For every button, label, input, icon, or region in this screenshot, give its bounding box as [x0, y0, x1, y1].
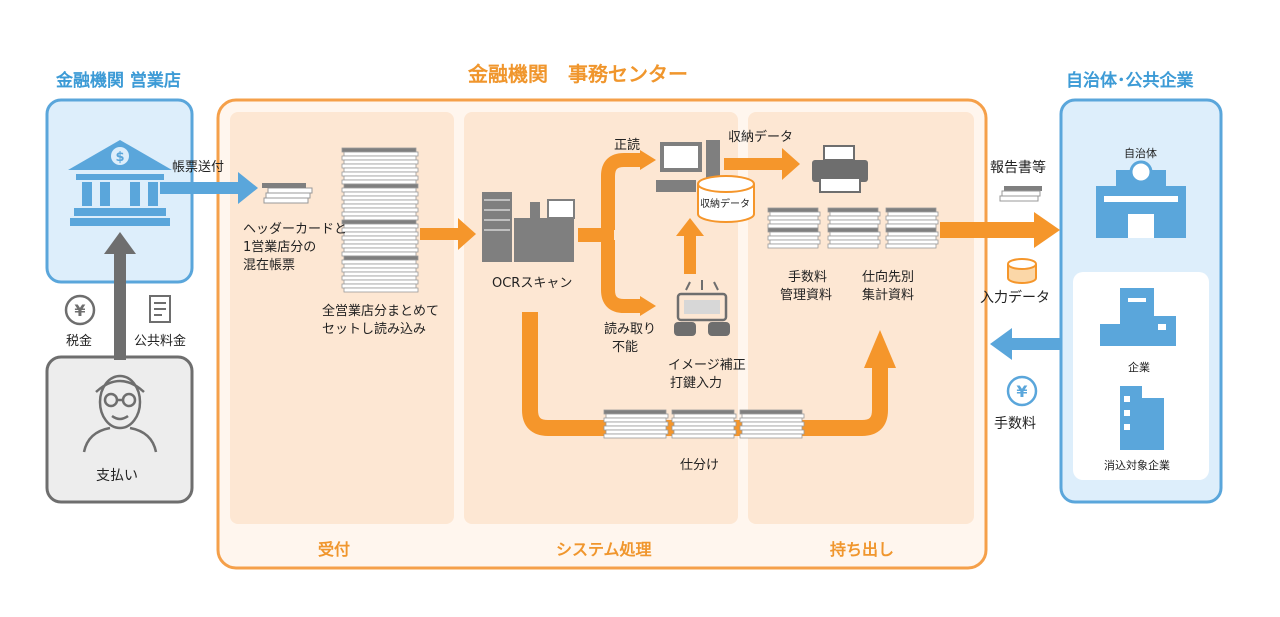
sorting-stacks [603, 409, 805, 439]
svg-text:$: $ [115, 150, 124, 165]
tax-label: 税金 [66, 334, 93, 349]
header-card-label-3: 混在帳票 [243, 258, 296, 273]
db-label: 収納データ [700, 199, 750, 210]
printer-icon [812, 145, 868, 193]
send-arrow-shaft [160, 182, 240, 194]
fee-docs-label-2: 管理資料 [780, 288, 833, 303]
payment-arrow-head [104, 232, 136, 254]
input-data-label: 入力データ [980, 290, 1050, 306]
public-title: 自治体･公共企業 [1066, 71, 1194, 91]
database-icon [697, 175, 755, 223]
section-system: システム処理 [556, 540, 652, 559]
bulk-read-label-1: 全営業店分まとめて [322, 304, 440, 319]
collection-data-label: 収納データ [728, 130, 794, 145]
utility-label: 公共料金 [134, 334, 187, 349]
building-icon [1100, 288, 1176, 346]
printed-doc-stacks [767, 207, 939, 249]
unreadable-label-2: 不能 [612, 340, 639, 355]
municipality-label: 自治体 [1124, 147, 1157, 160]
send-forms-label: 帳票送付 [172, 160, 225, 175]
header-card-label-2: 1営業店分の [243, 240, 317, 255]
report-stack [999, 186, 1042, 202]
office-building-icon [1120, 386, 1164, 450]
input-data-db-icon [1007, 258, 1037, 284]
payment-label: 支払い [96, 468, 138, 484]
target-company-label: 消込対象企業 [1104, 459, 1170, 472]
fee-label: 手数料 [994, 416, 1036, 432]
bulk-read-label-2: セットし読み込み [322, 322, 427, 337]
receipt-icon [149, 295, 171, 323]
svg-text:¥: ¥ [74, 301, 85, 320]
ocr-label: OCRスキャン [492, 276, 573, 291]
fee-yen-icon: ¥ [1006, 375, 1038, 407]
tall-form-stack [341, 147, 419, 293]
city-hall-icon [1096, 160, 1186, 238]
company-label: 企業 [1128, 361, 1150, 374]
send-arrow-head [238, 172, 258, 204]
svg-text:¥: ¥ [1016, 382, 1027, 401]
unreadable-label-1: 読み取り [604, 322, 657, 337]
payment-arrow-shaft [114, 252, 126, 360]
correction-label-2: 打鍵入力 [670, 376, 723, 391]
section-receive: 受付 [318, 540, 351, 559]
small-form-stack [262, 183, 313, 204]
branch-title: 金融機関 営業店 [56, 71, 181, 91]
correct-read-label: 正読 [614, 138, 641, 153]
bank-icon: $ [68, 140, 172, 226]
reports-label: 報告書等 [990, 160, 1046, 176]
yen-coin-icon: ¥ [64, 294, 96, 326]
dest-docs-label-1: 仕向先別 [862, 270, 915, 285]
person-icon [82, 374, 158, 453]
correction-label-1: イメージ補正 [668, 358, 746, 373]
keyboard-operator-icon [674, 280, 730, 336]
header-card-label-1: ヘッダーカードと [243, 222, 348, 237]
section-takeout: 持ち出し [830, 540, 895, 559]
dest-docs-label-2: 集計資料 [862, 288, 915, 303]
fee-docs-label-1: 手数料 [788, 270, 828, 285]
center-title: 金融機関 事務センター [468, 62, 688, 86]
ocr-scanner-icon [482, 192, 575, 262]
sorting-label: 仕分け [680, 458, 720, 473]
